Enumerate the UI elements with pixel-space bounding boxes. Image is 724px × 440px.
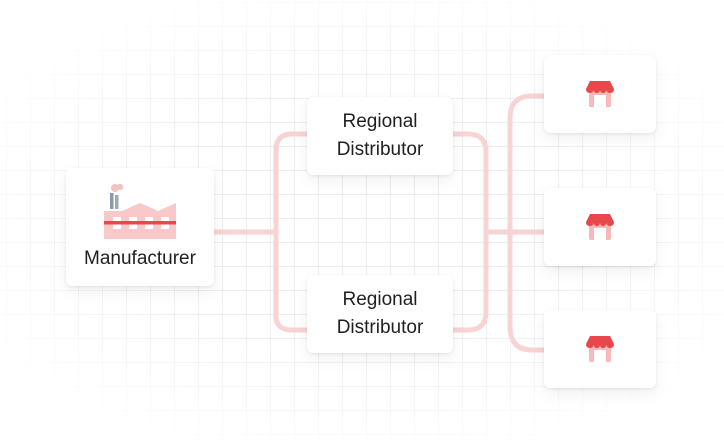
connector-to-store-1 [507,93,547,235]
storefront-icon [586,214,614,240]
storefront-icon [586,336,614,362]
manufacturer-card: Manufacturer [66,168,214,286]
connector-from-distributor-1 [450,131,489,235]
factory-icon [104,183,176,239]
connector-to-distributor-2 [273,229,310,333]
connector-to-distributor-1 [273,131,310,235]
store-card-2 [544,188,656,266]
store-card-1 [544,55,656,133]
distributor-card-2: Regional Distributor [307,275,453,353]
distributor-card-1: Regional Distributor [307,97,453,175]
distributor-label-1: Regional Distributor [336,111,424,160]
connector-from-distributor-2 [450,229,489,333]
manufacturer-label: Manufacturer [84,248,196,269]
distributor-label-2: Regional Distributor [336,289,424,338]
store-card-3 [544,310,656,388]
connector-to-store-3 [507,229,547,353]
storefront-icon [586,81,614,107]
